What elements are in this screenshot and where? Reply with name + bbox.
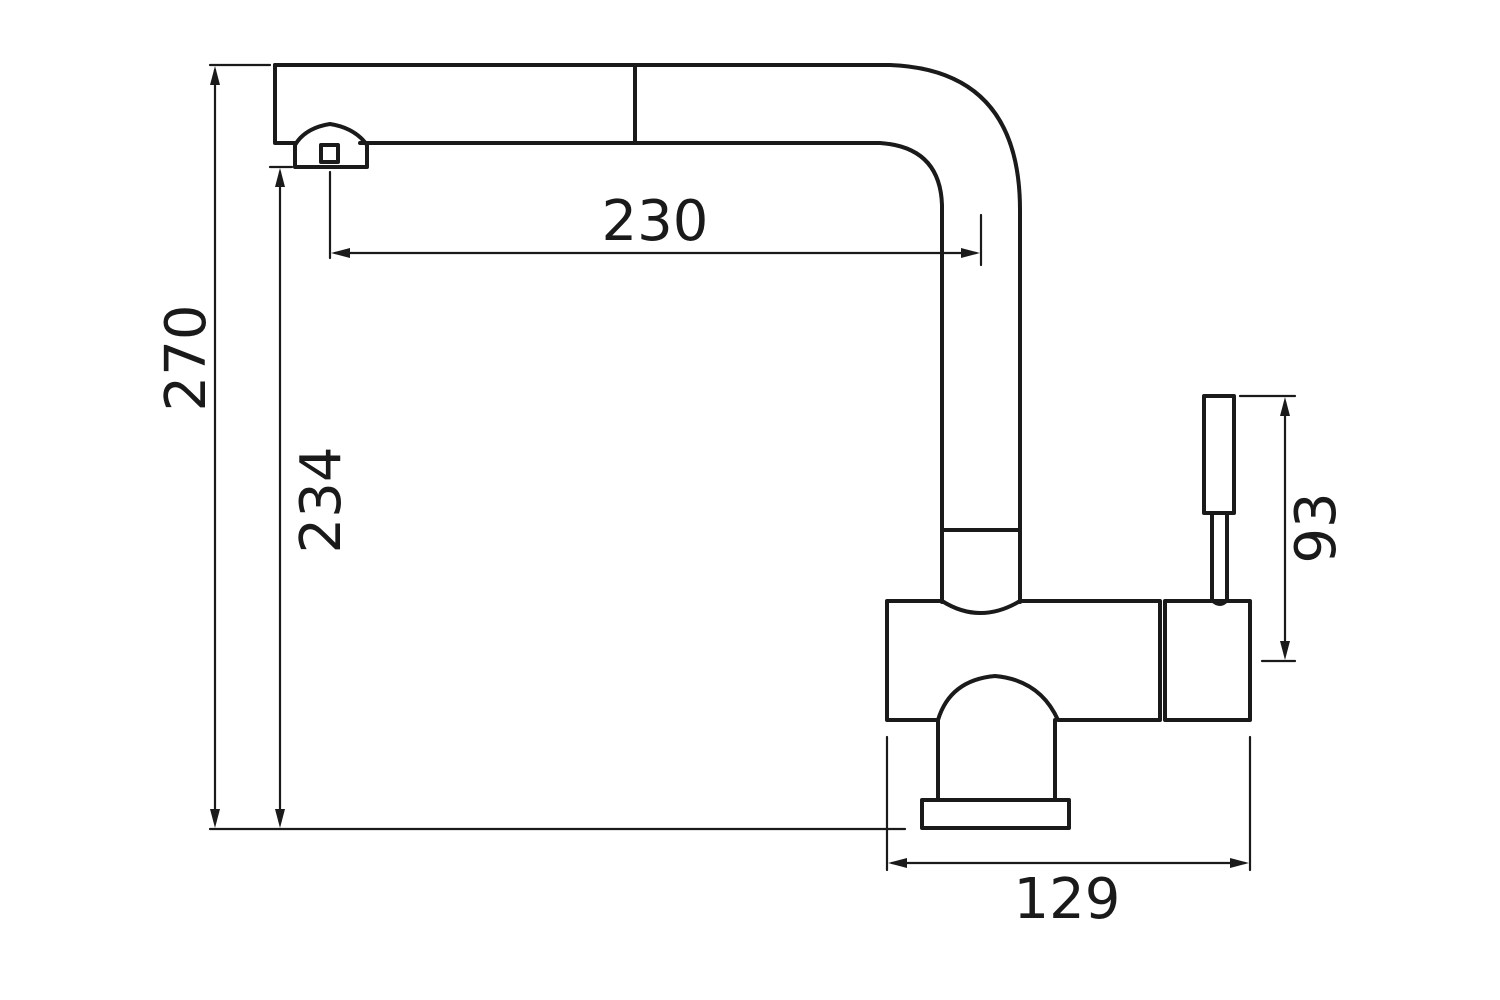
dimension-spout-reach: 230 (328, 170, 983, 267)
arrow-right (961, 248, 980, 258)
arrow-down (210, 809, 220, 828)
dimension-label-93: 93 (1284, 492, 1349, 563)
arrow-down (1280, 641, 1290, 660)
arrow-up (275, 168, 285, 187)
dimension-label-234: 234 (289, 447, 354, 554)
arrow-left (888, 858, 907, 868)
dimension-label-129: 129 (1014, 867, 1121, 932)
lever-grip (1202, 394, 1236, 515)
arrow-down (275, 809, 285, 828)
dimension-label-270: 270 (154, 305, 219, 412)
arrow-right (1230, 858, 1249, 868)
handle-cylinder (1163, 599, 1252, 722)
dimension-total-height: 270 (154, 63, 907, 831)
aerator-outlet (319, 143, 340, 164)
aerator (293, 122, 369, 169)
faucet-body (885, 599, 1162, 722)
base-plate (920, 798, 1071, 830)
arrow-left (331, 248, 350, 258)
faucet-outline (273, 63, 1252, 830)
dimension-label-230: 230 (602, 189, 709, 254)
arrow-up (1280, 397, 1290, 416)
spout-nose (273, 63, 297, 145)
dimension-lever-height: 93 (1238, 394, 1349, 663)
dimension-base-width: 129 (885, 735, 1252, 932)
spout-inner-edge (358, 141, 944, 604)
lever-stem (1210, 511, 1229, 606)
dimension-spout-height: 234 (268, 165, 354, 828)
spout-outer-edge (273, 63, 1022, 604)
arrow-up (210, 66, 220, 85)
base-neck (936, 718, 1057, 802)
